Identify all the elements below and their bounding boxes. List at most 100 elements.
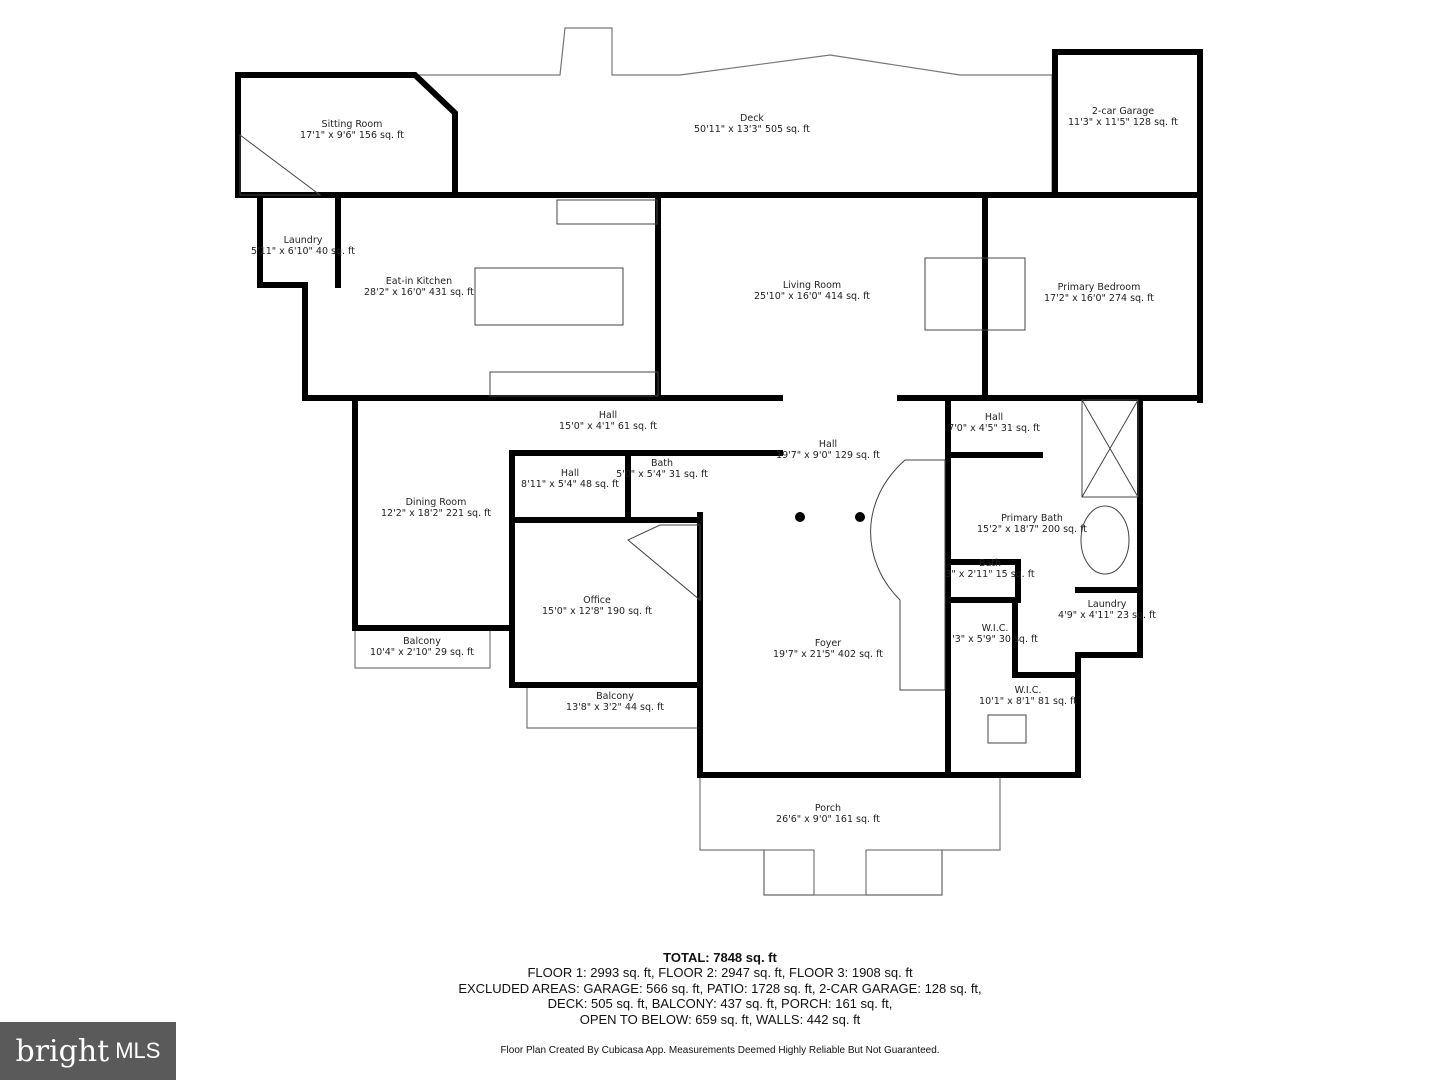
shower xyxy=(1081,399,1139,498)
room-name: Bath xyxy=(650,458,674,469)
room-dims: 15'0" x 4'1" 61 sq. ft xyxy=(559,421,657,432)
room-wic-2: W.I.C.10'1" x 8'1" 81 sq. ft xyxy=(979,685,1077,707)
room-name: W.I.C. xyxy=(981,623,1009,634)
logo-mls: MLS xyxy=(115,1038,161,1063)
kitchen-counter-south xyxy=(489,371,659,397)
logo-bright: bright xyxy=(15,1033,110,1069)
wall-dining xyxy=(352,395,515,631)
excluded-areas-2: DECK: 505 sq. ft, BALCONY: 437 sq. ft, P… xyxy=(547,996,893,1011)
disclaimer: Floor Plan Created By Cubicasa App. Meas… xyxy=(500,1045,940,1056)
room-dims: 12'2" x 18'2" 221 sq. ft xyxy=(381,508,491,519)
exterior-outlines xyxy=(354,27,1053,896)
room-name: Balcony xyxy=(596,691,634,702)
bright-mls-logo: bright MLS xyxy=(0,1022,176,1080)
room-dims: 7'0" x 4'5" 31 sq. ft xyxy=(948,423,1040,434)
balcony-left-outline xyxy=(354,630,491,669)
room-name: Living Room xyxy=(782,280,842,291)
staircase-curve xyxy=(870,459,946,691)
wall-primary-bath xyxy=(945,397,1143,778)
area-summary: TOTAL: 7848 sq. ft FLOOR 1: 2993 sq. ft,… xyxy=(0,950,1440,1027)
wall-garage xyxy=(1052,49,1203,403)
room-dims: 5'0" x 5'4" 31 sq. ft xyxy=(616,469,708,480)
sitting-room-stairs xyxy=(239,134,322,196)
room-name: Balcony xyxy=(403,636,441,647)
room-dims: 26'6" x 9'0" 161 sq. ft xyxy=(776,814,880,825)
excluded-areas-1: EXCLUDED AREAS: GARAGE: 566 sq. ft, PATI… xyxy=(458,980,982,996)
room-name: Porch xyxy=(814,803,842,814)
room-dims: 5'11" x 6'10" 40 sq. ft xyxy=(251,246,355,257)
room-dims: 13'8" x 3'2" 44 sq. ft xyxy=(566,702,664,713)
room-dims: 28'2" x 16'0" 431 sq. ft xyxy=(364,287,474,298)
room-dims: 3" x 2'11" 15 sq. ft xyxy=(945,569,1035,580)
wall-laundry xyxy=(257,192,488,401)
room-name: Office xyxy=(583,595,611,606)
porch-stairs-left xyxy=(763,849,815,896)
room-name: Dining Room xyxy=(405,497,467,508)
room-dims: 15'2" x 18'7" 200 sq. ft xyxy=(977,524,1087,535)
room-dims: '3" x 5'9" 30 sq. ft xyxy=(952,634,1038,645)
room-dims: 15'0" x 12'8" 190 sq. ft xyxy=(542,606,652,617)
room-dims: 10'1" x 8'1" 81 sq. ft xyxy=(979,696,1077,707)
room-name: Hall xyxy=(818,439,838,450)
room-name: Hall xyxy=(598,410,618,421)
room-name: Hall xyxy=(984,412,1004,423)
foyer-columns xyxy=(795,512,865,522)
walls xyxy=(235,49,1203,778)
room-name: 2-car Garage xyxy=(1091,106,1155,117)
room-dims: 25'10" x 16'0" 414 sq. ft xyxy=(753,291,871,302)
wic-island xyxy=(987,714,1027,744)
room-dims: 17'2" x 16'0" 274 sq. ft xyxy=(1044,293,1154,304)
porch-outline xyxy=(699,775,1001,896)
fireplace xyxy=(924,257,1026,331)
wall-sitting-room xyxy=(235,72,458,198)
room-name: W.I.C. xyxy=(1014,685,1042,696)
room-dims: 19'7" x 9'0" 129 sq. ft xyxy=(776,450,880,461)
room-dims: 10'4" x 2'10" 29 sq. ft xyxy=(370,647,474,658)
room-dims: 50'11" x 13'3" 505 sq. ft xyxy=(693,124,811,135)
room-name: Eat-in Kitchen xyxy=(385,276,453,287)
bathtub xyxy=(1080,505,1130,575)
room-name: Primary Bath xyxy=(1001,513,1063,524)
room-wic-1: W.I.C.'3" x 5'9" 30 sq. ft xyxy=(952,623,1038,645)
excluded-areas-3: OPEN TO BELOW: 659 sq. ft, WALLS: 442 sq… xyxy=(579,1011,861,1027)
room-name: Hall xyxy=(560,468,580,479)
room-dims: 4'9" x 4'11" 23 sq. ft xyxy=(1058,610,1156,621)
room-name: Laundry xyxy=(283,235,323,246)
room-name: Bath xyxy=(978,558,1002,569)
room-name: Deck xyxy=(740,113,764,124)
wall-bath-small xyxy=(945,559,1021,603)
kitchen-counter-north xyxy=(556,199,658,225)
wall-wic-small xyxy=(945,597,1081,678)
room-name: Foyer xyxy=(814,638,842,649)
floor-areas: FLOOR 1: 2993 sq. ft, FLOOR 2: 2947 sq. … xyxy=(527,965,913,980)
room-dims: 8'11" x 5'4" 48 sq. ft xyxy=(521,479,619,490)
room-dims: 17'1" x 9'6" 156 sq. ft xyxy=(300,130,404,141)
balcony-office-outline xyxy=(526,685,700,729)
room-name: Laundry xyxy=(1087,599,1127,610)
kitchen-island xyxy=(474,267,624,326)
fixtures xyxy=(239,134,1139,744)
porch-stairs-right xyxy=(865,849,943,896)
room-name: Sitting Room xyxy=(321,119,383,130)
